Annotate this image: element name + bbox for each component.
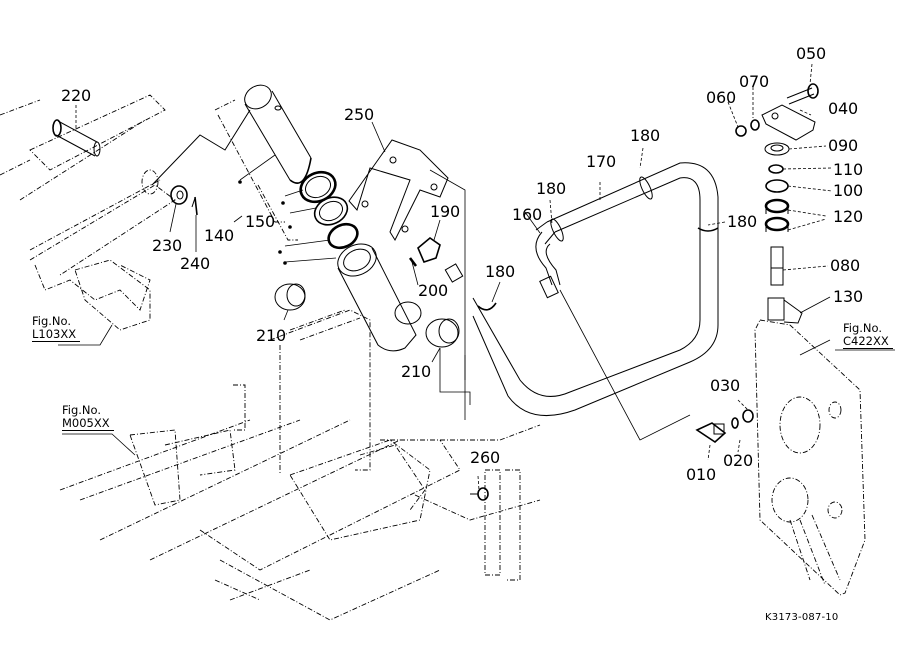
part-210-bushing-left [274,283,306,311]
figure-ref-m005xx[interactable]: Fig.No. M005XX [62,404,114,431]
callout-210-left[interactable]: 210 [256,326,286,345]
callout-210-right[interactable]: 210 [401,362,431,381]
figure-ref-label: Fig.No. [32,314,72,328]
seal-stack [299,170,359,250]
part-200-o-ring [408,257,418,267]
callout-230[interactable]: 230 [152,236,182,255]
callout-110[interactable]: 110 [833,160,863,179]
callout-120[interactable]: 120 [833,207,863,226]
callout-100[interactable]: 100 [833,181,863,200]
callout-200[interactable]: 200 [418,281,448,300]
callout-160[interactable]: 160 [512,205,542,224]
leader-lines [58,63,895,491]
callout-170[interactable]: 170 [586,152,616,171]
callout-260[interactable]: 260 [470,448,500,467]
callout-220[interactable]: 220 [61,86,91,105]
callout-080[interactable]: 080 [830,256,860,275]
part-190-fitting [417,236,464,283]
figure-ref-l103xx[interactable]: Fig.No. L103XX [32,314,81,342]
figure-ref-number: L103XX [32,328,81,342]
callout-040[interactable]: 040 [828,99,858,118]
part-080-shaft [770,246,784,286]
part-090-ring [764,142,790,156]
leader-dots [238,180,292,265]
callout-070[interactable]: 070 [739,72,769,91]
part-240-cotter-pin [191,196,198,216]
callout-140[interactable]: 140 [204,226,234,245]
part-020-o-ring [731,417,739,429]
callout-180-lower[interactable]: 180 [485,262,515,281]
drawing-code: K3173-087-10 [765,612,839,623]
part-050-bolt [786,83,819,105]
part-030-plug [742,409,754,423]
callout-150[interactable]: 150 [245,212,275,231]
part-010-elbow [695,422,727,444]
callout-060[interactable]: 060 [706,88,736,107]
callout-240[interactable]: 240 [180,254,210,273]
part-070-washer [750,119,760,131]
part-120-bearings [764,198,790,232]
mounting-frame [59,309,541,621]
callout-180-top[interactable]: 180 [630,126,660,145]
figure-ref-c422xx[interactable]: Fig.No. C422XX [843,322,893,349]
figure-ref-label: Fig.No. [843,321,883,335]
callout-250[interactable]: 250 [344,105,374,124]
callout-020[interactable]: 020 [723,451,753,470]
callout-050[interactable]: 050 [796,44,826,63]
callout-180-left[interactable]: 180 [536,179,566,198]
part-130-lever [767,297,803,324]
part-230-washer [170,185,188,205]
part-100-ring [765,179,789,193]
callout-010[interactable]: 010 [686,465,716,484]
lift-cylinder-assembly [0,94,251,331]
callout-130[interactable]: 130 [833,287,863,306]
part-150-tube [244,84,312,184]
part-260-bolt [470,487,489,501]
part-110-ring [768,164,784,174]
part-220-pin [52,119,101,157]
figure-ref-label: Fig.No. [62,403,102,417]
part-210-bushing-right [425,318,460,348]
callout-090[interactable]: 090 [828,136,858,155]
figure-ref-number: M005XX [62,417,114,431]
part-060-nut [735,125,747,137]
figure-ref-number: C422XX [843,335,893,349]
part-250-bracket [348,139,449,242]
cylinder-body [337,243,422,352]
callout-180-right[interactable]: 180 [727,212,757,231]
part-040-plate [761,104,816,141]
callout-190[interactable]: 190 [430,202,460,221]
callout-030[interactable]: 030 [710,376,740,395]
part-180-clamps [477,176,719,311]
part-170-hose [472,162,719,417]
transmission-housing [754,319,866,596]
